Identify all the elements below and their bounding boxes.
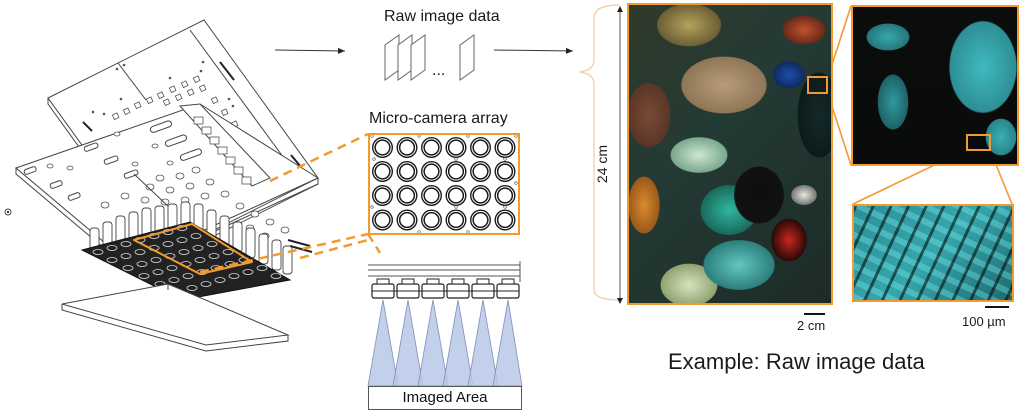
lens-grid bbox=[371, 136, 516, 231]
zoom-region-marker bbox=[807, 76, 828, 94]
imaged-area-label: Imaged Area bbox=[402, 389, 488, 406]
scale-label-main: 2 cm bbox=[797, 318, 826, 333]
raw-data-label: Raw image data bbox=[384, 8, 500, 25]
figure-caption: Example: Raw image data bbox=[668, 349, 925, 374]
micro-array-label: Micro-camera array bbox=[369, 110, 508, 127]
zoom-region-marker-2 bbox=[966, 134, 991, 151]
exploded-hardware-drawing bbox=[4, 19, 320, 352]
scale-bar-main bbox=[804, 313, 825, 315]
micro-camera-array-panel bbox=[368, 133, 520, 235]
ellipsis: ... bbox=[432, 62, 446, 79]
zoom-panel-2 bbox=[852, 204, 1014, 302]
imaged-area-box: Imaged Area bbox=[368, 386, 522, 410]
scale-label-zoom: 100 µm bbox=[962, 314, 1006, 329]
height-label: 24 cm bbox=[594, 144, 611, 184]
butterfly-mosaic-image bbox=[627, 3, 833, 305]
scale-bar-zoom bbox=[985, 306, 1009, 308]
zoom-panel-1 bbox=[851, 5, 1019, 166]
